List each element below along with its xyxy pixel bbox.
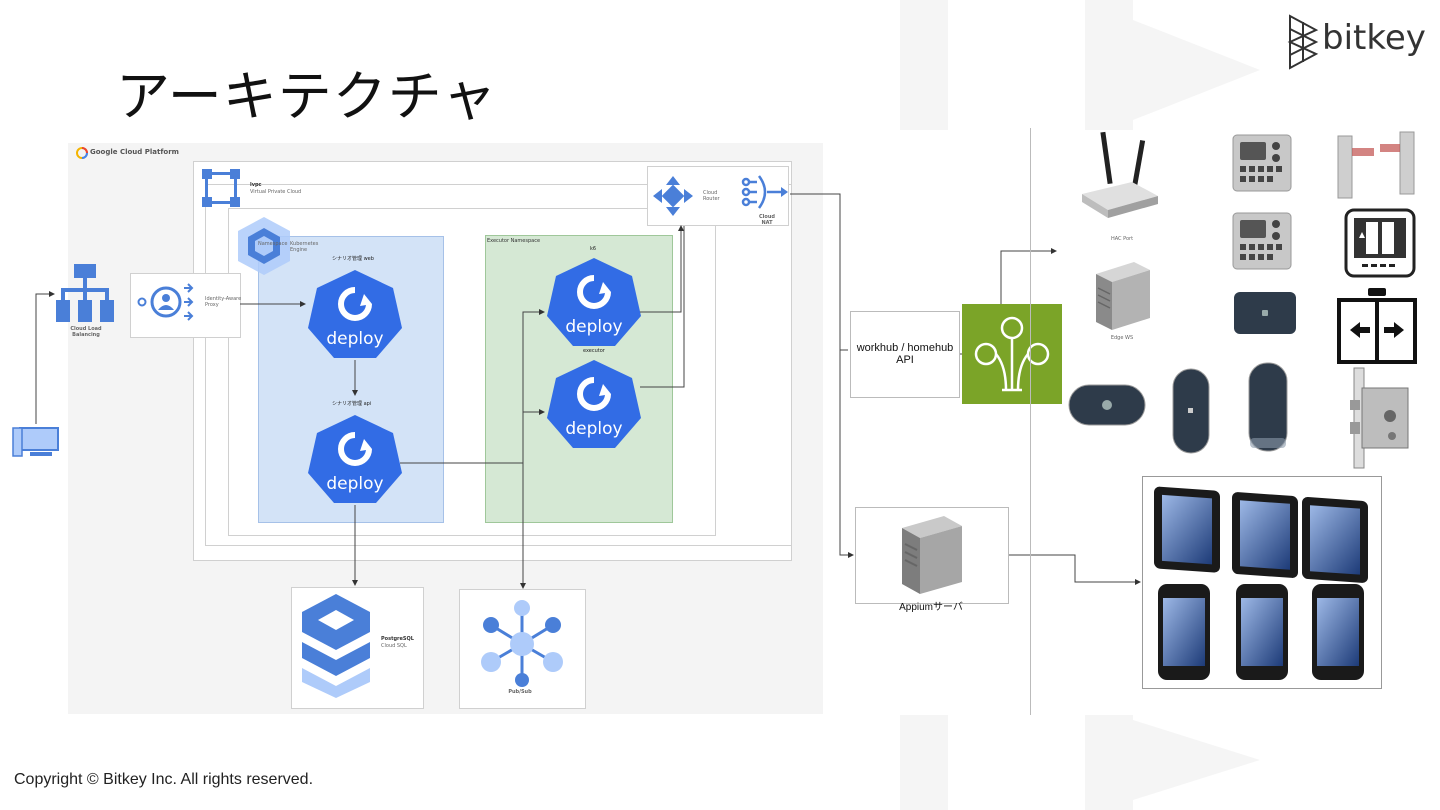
load-balancing-label: Cloud Load Balancing [70, 326, 102, 338]
workhub-api-box: workhub / homehub API [850, 311, 960, 398]
brand-logo: bitkey [1322, 18, 1426, 58]
deploy-k6-label: k6 [590, 246, 597, 252]
page-title: アーキテクチャ [116, 65, 498, 128]
deploy-api-icon: deploy [308, 415, 402, 503]
kube-namespace-label: Namespace [258, 241, 288, 247]
deploy-web-icon: deploy [308, 270, 402, 358]
background-decoration [900, 0, 1260, 810]
deploy-api-text: deploy [326, 474, 383, 494]
executor-namespace-label: Executor Namespace [487, 238, 541, 244]
deploy-web-text: deploy [326, 329, 383, 349]
test-devices-icon [1154, 486, 1368, 680]
load-balancing-icon [56, 264, 114, 322]
cloud-nat-icon [741, 175, 788, 209]
pill-device-horizontal-icon [1068, 384, 1146, 426]
section-separator [1030, 128, 1031, 715]
kubernetes-engine-label: Kubernetes Engine [290, 241, 319, 253]
deploy-k6-text: deploy [565, 317, 622, 337]
vpc-title: lvpc [250, 182, 262, 188]
gcp-logo-icon [76, 147, 88, 159]
deploy-executor-label: executor [583, 348, 605, 354]
hac-port-label: HAC Port [1110, 236, 1134, 242]
client-computer-icon [12, 427, 59, 457]
cloud-router-label: Cloud Router [703, 190, 720, 202]
edge-ws-label: Edge WS [1110, 335, 1134, 341]
cloud-sql-icon [302, 594, 370, 698]
iap-label: Identity-Aware Proxy [205, 296, 242, 308]
postgres-subtitle: Cloud SQL [381, 643, 407, 649]
deploy-executor-icon: deploy [547, 360, 641, 448]
keypad-device-icon [1232, 134, 1292, 192]
pill-device-vertical-icon [1172, 368, 1210, 454]
workhub-hub-icon [962, 304, 1062, 404]
cloud-nat-label: Cloud NAT [759, 214, 775, 226]
deploy-k6-icon: deploy [547, 258, 641, 346]
copyright-text: Copyright © Bitkey Inc. All rights reser… [14, 771, 314, 788]
elevator-panel-icon [1344, 208, 1416, 278]
postgres-title: PostgreSQL [381, 636, 414, 642]
deploy-web-label: シナリオ管理 web [332, 256, 374, 262]
security-gate-icon [1337, 131, 1415, 199]
appium-server-icon [902, 516, 962, 594]
hac-port-router-icon [1082, 131, 1158, 218]
deploy-executor-text: deploy [565, 419, 622, 439]
iap-box [130, 273, 241, 338]
pubsub-label: Pub/Sub [508, 689, 532, 695]
keypad-device-2-icon [1232, 212, 1292, 270]
deploy-api-label: シナリオ管理 api [332, 401, 372, 407]
pubsub-icon [481, 600, 563, 687]
kubernetes-engine-icon [238, 217, 290, 275]
gcp-platform-label: Google Cloud Platform [90, 148, 179, 156]
mortise-lock-icon [1350, 367, 1409, 469]
identity-aware-proxy-icon [137, 283, 194, 321]
vpc-icon [202, 169, 240, 207]
appium-label: Appiumサーバ [899, 602, 963, 613]
bitkey-logo-icon [1287, 14, 1319, 70]
pill-device-tall-icon [1248, 362, 1288, 452]
vpc-subtitle: Virtual Private Cloud [250, 189, 302, 195]
workhub-api-label: workhub / homehub API [856, 342, 954, 366]
automatic-door-icon [1337, 288, 1417, 364]
edge-ws-server-icon [1096, 262, 1150, 330]
smart-lock-icon [1234, 292, 1296, 334]
cloud-router-icon [653, 176, 693, 216]
